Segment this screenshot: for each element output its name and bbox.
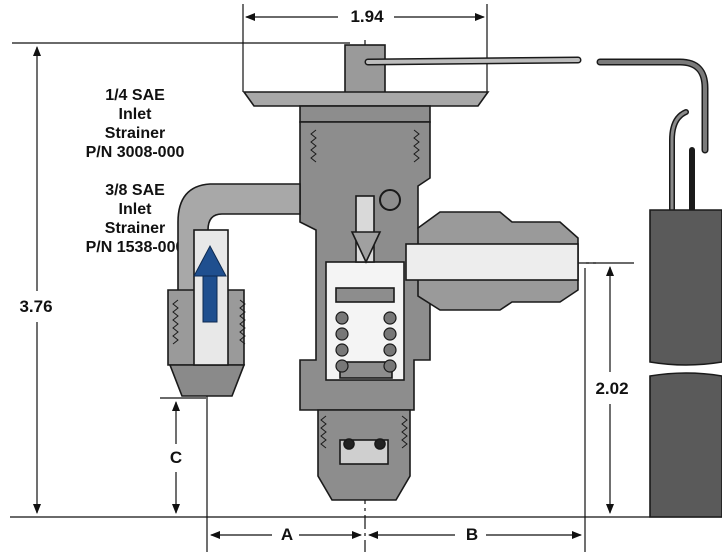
- strainer-label-1-4: 1/4 SAE Inlet Strainer P/N 3008-000: [60, 86, 210, 162]
- threads: [172, 129, 420, 449]
- capillary-tube: [364, 56, 709, 215]
- strainer-1-4-size: 1/4 SAE: [105, 87, 165, 104]
- dim-outlet-offset: B: [460, 525, 484, 544]
- dim-top-width: 1.94: [343, 7, 391, 26]
- dim-overall-height: 3.76: [12, 297, 60, 316]
- head-top: [344, 44, 386, 96]
- strainer-1-4-part-number: P/N 3008-000: [85, 144, 185, 161]
- strainer-3-8-size: 3/8 SAE: [105, 182, 165, 199]
- power-head: [242, 44, 490, 123]
- valve-body: [167, 121, 579, 501]
- outlet-bore: [405, 243, 579, 281]
- inlet-nut: [168, 364, 246, 397]
- flow-arrow-icon: [193, 244, 227, 323]
- strainer-3-8-name: Strainer: [104, 220, 166, 237]
- strainer-1-4-name: Strainer: [104, 125, 166, 142]
- strainer-3-8-type: Inlet: [118, 201, 152, 218]
- sensing-bulb: [649, 209, 722, 518]
- spring: [335, 311, 397, 373]
- dim-inlet-offset: A: [275, 525, 299, 544]
- equalizer-port: [379, 189, 401, 211]
- valve-needle: [350, 231, 382, 264]
- dim-inlet-height: C: [164, 448, 188, 467]
- dim-outlet-height: 2.02: [588, 379, 636, 398]
- head-collar: [299, 105, 431, 123]
- strainer-1-4-type: Inlet: [118, 106, 152, 123]
- strainer-3-8-part-number: P/N 1538-000: [85, 239, 185, 256]
- diaphragm-case: [242, 91, 490, 107]
- strainer-label-3-8: 3/8 SAE Inlet Strainer P/N 1538-000: [60, 181, 210, 257]
